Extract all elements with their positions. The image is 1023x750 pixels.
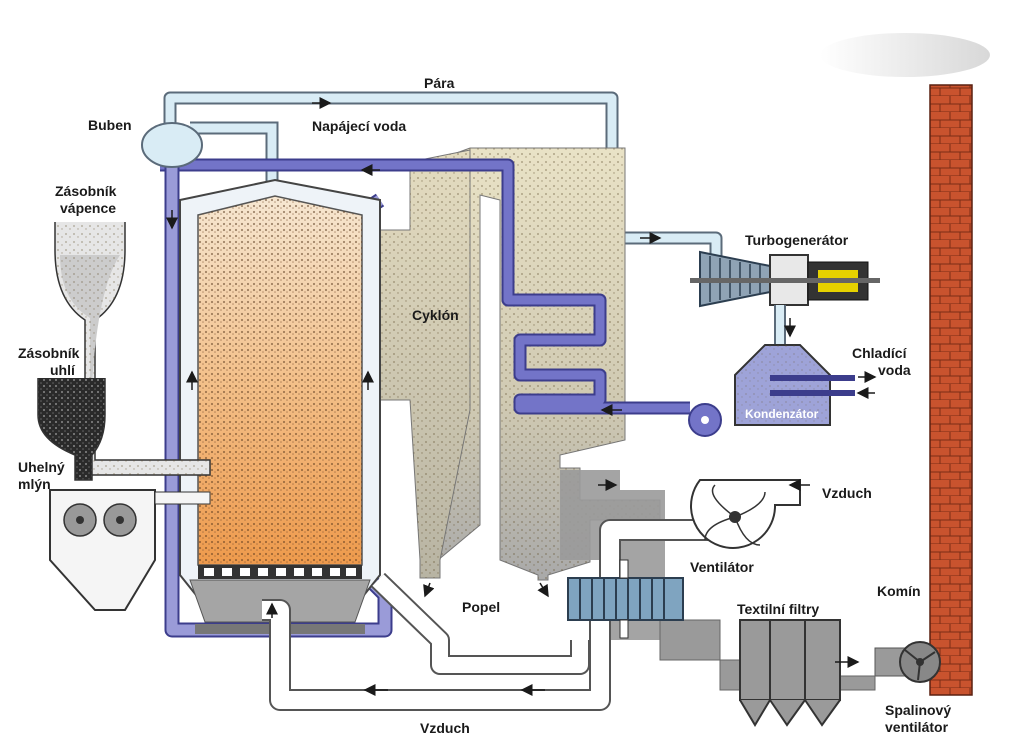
air-preheater [567,559,684,639]
turbogenerator [690,250,880,308]
label-chladici-voda-1: Chladící [852,345,908,361]
label-zasobnik-vapence-1: Zásobník [55,183,117,199]
label-chladici-voda-2: voda [878,362,911,378]
label-popel: Popel [462,599,500,615]
label-spalinovy-ventilator-1: Spalinový [885,702,951,718]
coal-mill [49,489,211,611]
coal-silo [37,378,106,481]
flue-gas-fan [899,641,941,683]
label-cyklon: Cyklón [412,307,459,323]
flow-arrows [166,97,877,696]
textile-filters [739,619,841,727]
label-zasobnik-uhli-1: Zásobník [18,345,80,361]
label-buben: Buben [88,117,132,133]
condensate-pump [688,403,722,437]
steam-drum [141,122,203,168]
smoke-plume [820,33,990,77]
furnace-grate [198,565,362,579]
label-uhelny-mlyn-1: Uhelný [18,459,65,475]
label-zasobnik-uhli-2: uhlí [50,362,76,378]
label-vzduch-bottom: Vzduch [420,720,470,736]
label-spalinovy-ventilator-2: ventilátor [885,719,949,735]
label-vzduch-right: Vzduch [822,485,872,501]
label-textilni-filtry: Textilní filtry [737,601,819,617]
label-ventilator: Ventilátor [690,559,754,575]
condenser [734,344,855,426]
label-komin: Komín [877,583,921,599]
label-uhelny-mlyn-2: mlýn [18,476,51,492]
water-pipe [160,160,690,413]
label-turbogenerator: Turbogenerátor [745,232,849,248]
feed-pipe [190,123,277,188]
chimney [929,84,973,696]
feed-pipe-outline [190,121,279,188]
label-zasobnik-vapence-2: vápence [60,200,116,216]
label-kondenzator: Kondenzátor [745,407,819,421]
air-fan [690,479,801,549]
label-para: Pára [424,75,455,91]
label-napajeci-voda: Napájecí voda [312,118,406,134]
